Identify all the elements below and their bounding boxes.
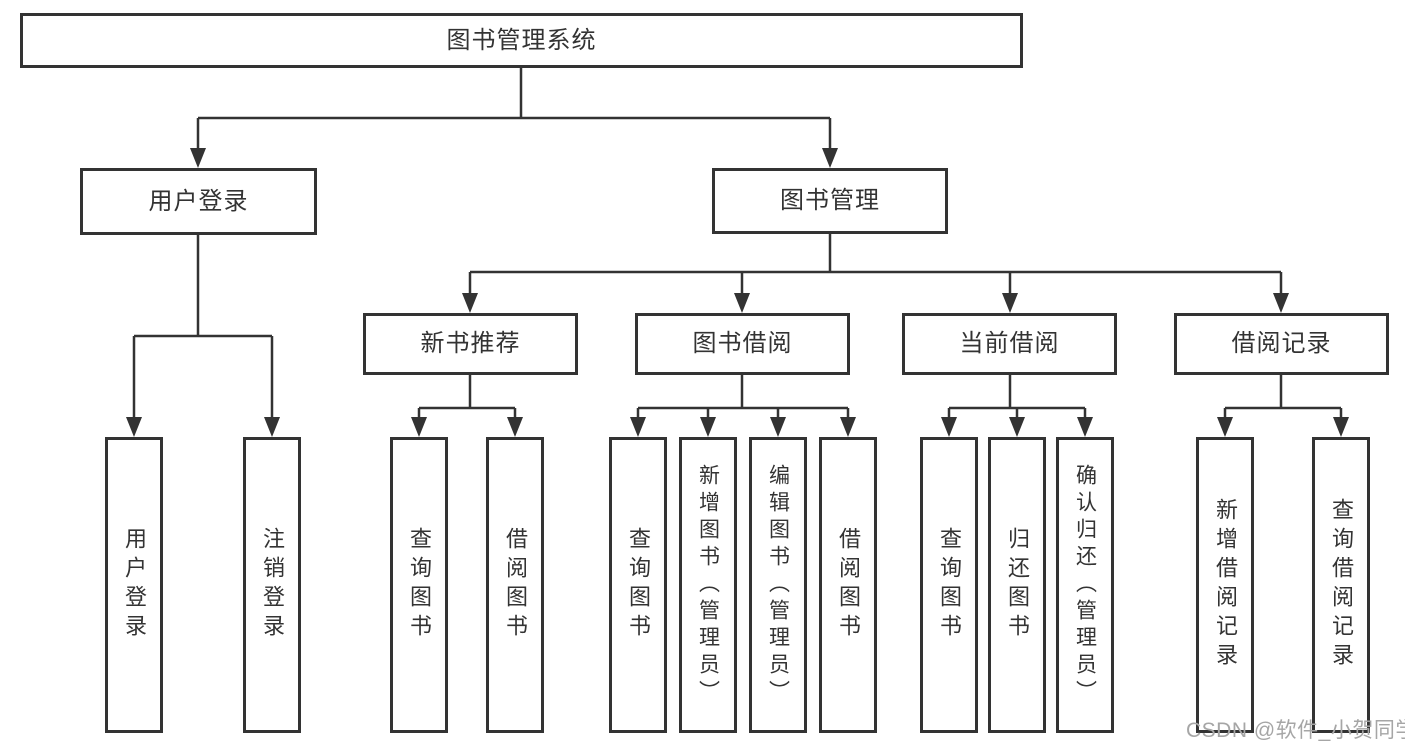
csdn-watermark: CSDN @软件_小贺同学 <box>1186 719 1405 742</box>
node-label: 图书管理系统 <box>446 26 597 54</box>
leaf-borrow-books-recommend: 借阅图书 <box>486 437 544 733</box>
leaf-query-books-recommend: 查询图书 <box>390 437 448 733</box>
leaf-add-borrow-record: 新增借阅记录 <box>1196 437 1254 733</box>
node-label: 当前借阅 <box>959 330 1060 357</box>
leaf-label: 新增借阅记录 <box>1213 498 1238 672</box>
leaf-label: 注销登录 <box>260 527 285 643</box>
node-label: 图书管理 <box>780 187 880 214</box>
node-user-login: 用户登录 <box>80 168 317 235</box>
leaf-return-books: 归还图书 <box>988 437 1046 733</box>
node-book-borrow: 图书借阅 <box>635 313 850 375</box>
leaf-label: 用户登录 <box>122 527 147 643</box>
node-current-borrow: 当前借阅 <box>902 313 1117 375</box>
leaf-logout: 注销登录 <box>243 437 301 733</box>
leaf-label: 编辑图书（管理员） <box>766 463 790 707</box>
node-new-book-recommend: 新书推荐 <box>363 313 578 375</box>
node-book-management: 图书管理 <box>712 168 948 234</box>
leaf-label: 查询借阅记录 <box>1329 498 1354 672</box>
node-library-management-system: 图书管理系统 <box>20 13 1023 68</box>
leaf-label: 查询图书 <box>626 527 651 643</box>
leaf-label: 确认归还（管理员） <box>1073 463 1097 707</box>
node-label: 新书推荐 <box>420 330 521 357</box>
leaf-edit-books-admin: 编辑图书（管理员） <box>749 437 807 733</box>
leaf-label: 借阅图书 <box>503 527 528 643</box>
leaf-add-books-admin: 新增图书（管理员） <box>679 437 737 733</box>
node-label: 借阅记录 <box>1231 330 1332 357</box>
leaf-label: 归还图书 <box>1005 527 1030 643</box>
leaf-label: 新增图书（管理员） <box>696 463 720 707</box>
leaf-query-borrow-record: 查询借阅记录 <box>1312 437 1370 733</box>
node-label: 用户登录 <box>148 187 249 215</box>
leaf-query-books-borrow: 查询图书 <box>609 437 667 733</box>
node-borrow-records: 借阅记录 <box>1174 313 1389 375</box>
leaf-borrow-books: 借阅图书 <box>819 437 877 733</box>
leaf-label: 查询图书 <box>407 527 432 643</box>
leaf-query-books-current: 查询图书 <box>920 437 978 733</box>
leaf-label: 查询图书 <box>937 527 962 643</box>
node-label: 图书借阅 <box>692 330 793 357</box>
leaf-label: 借阅图书 <box>836 527 861 643</box>
leaf-confirm-return-admin: 确认归还（管理员） <box>1056 437 1114 733</box>
leaf-user-login: 用户登录 <box>105 437 163 733</box>
